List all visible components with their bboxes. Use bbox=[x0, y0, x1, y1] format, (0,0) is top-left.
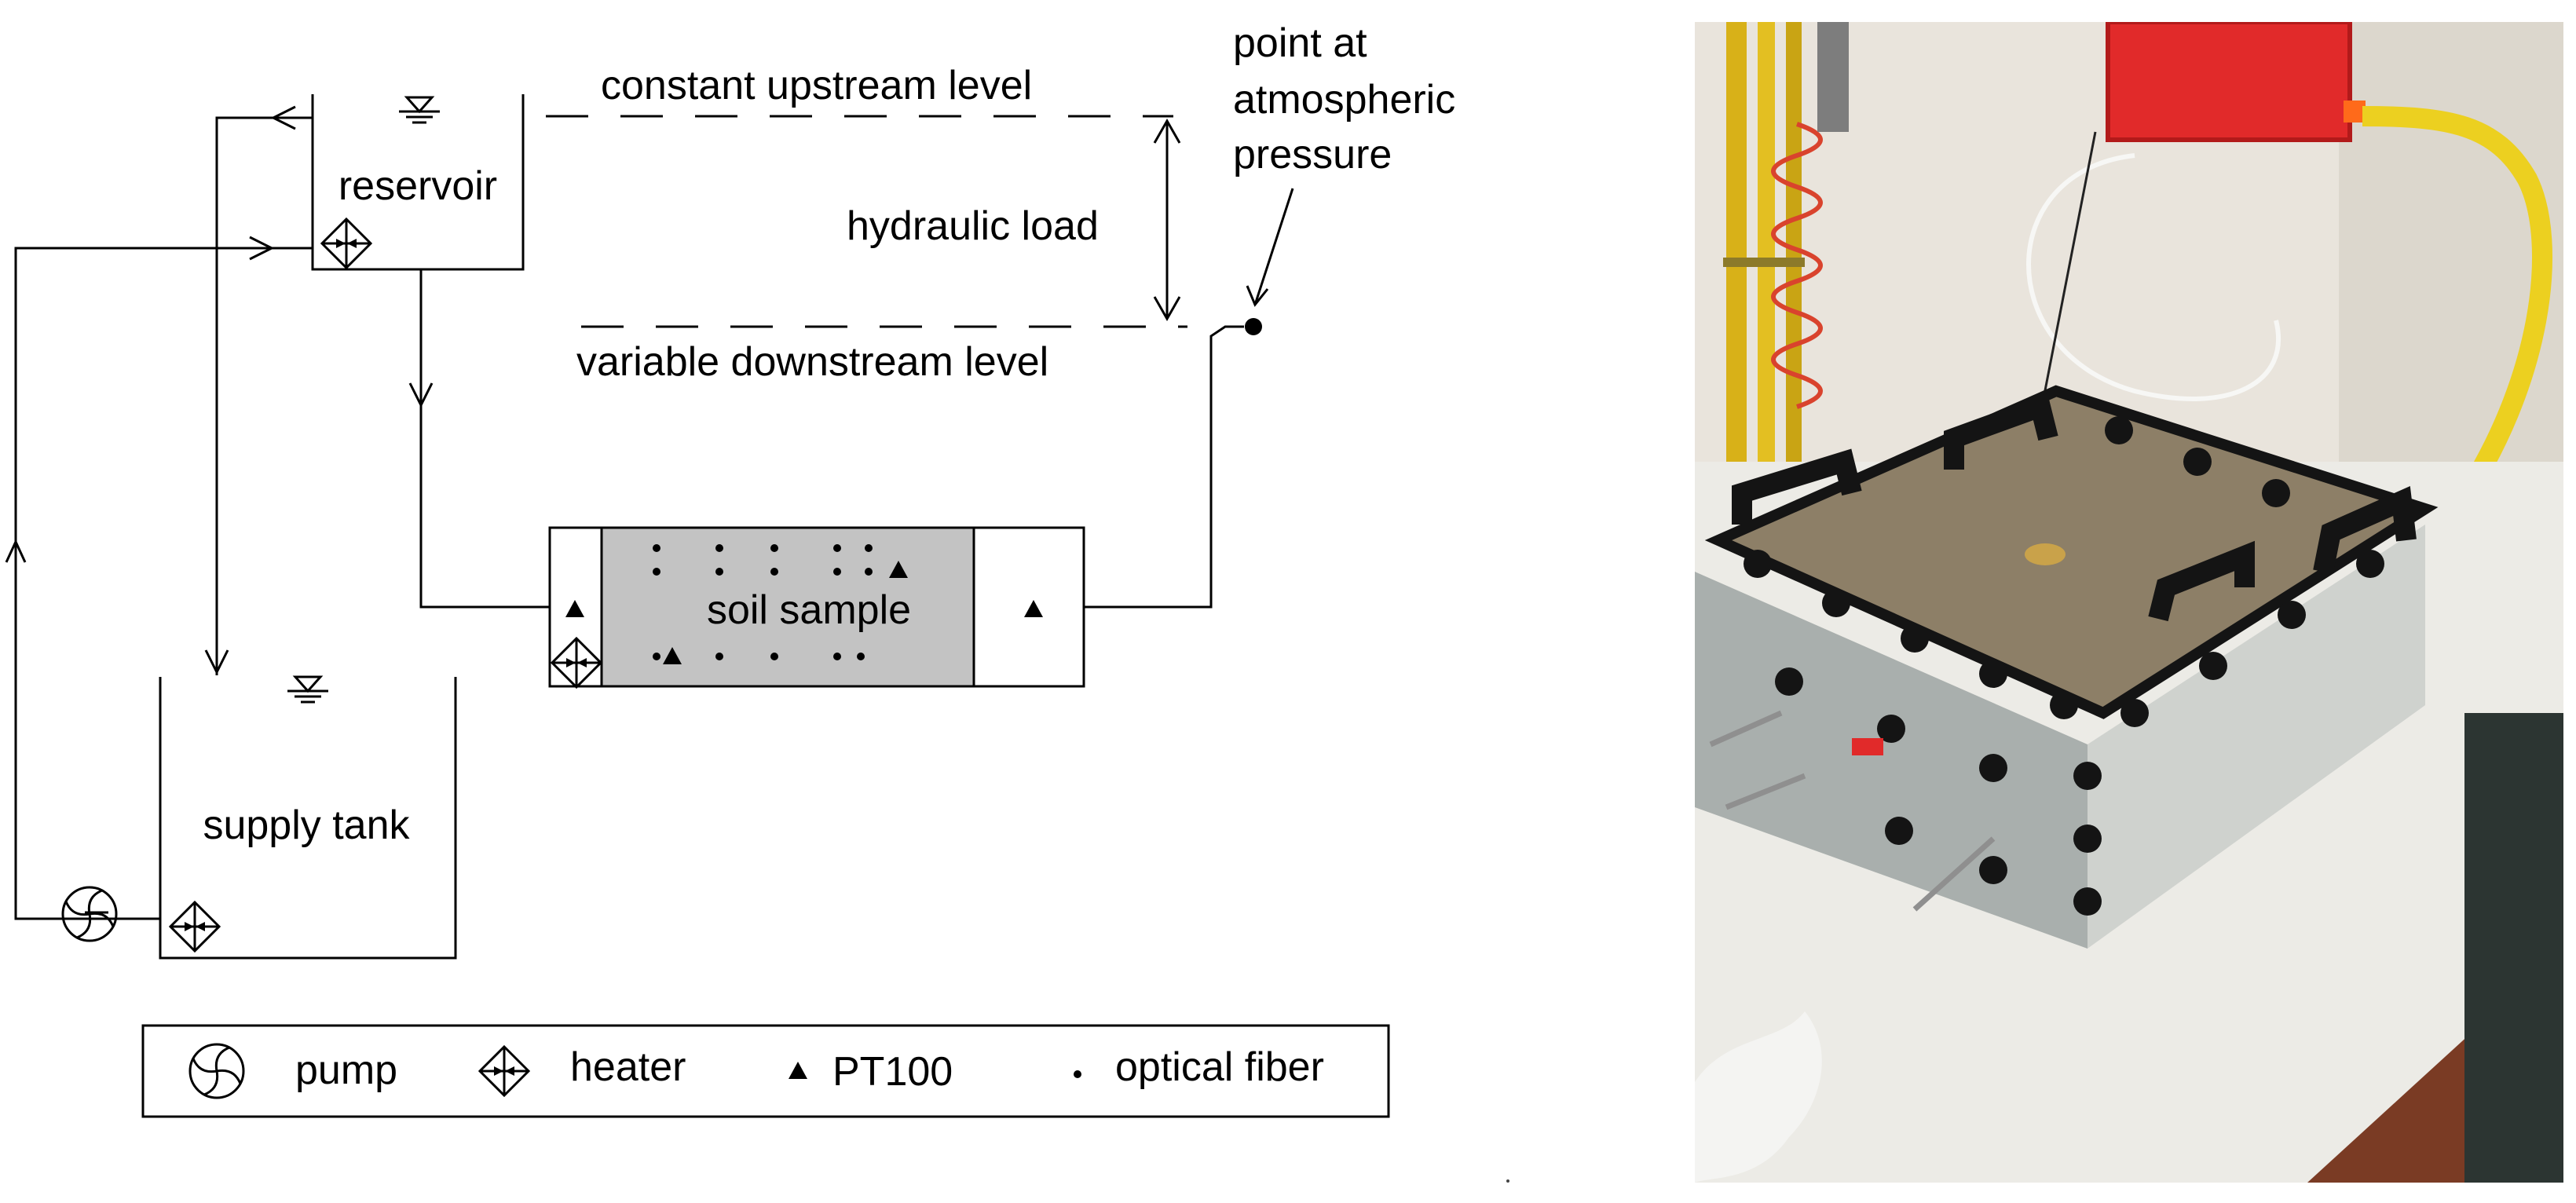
optical-fiber-points bbox=[653, 544, 873, 660]
box-rods bbox=[1709, 710, 1996, 912]
atmospheric-point-arrow bbox=[1246, 188, 1294, 307]
red-coil-hose bbox=[1771, 122, 1823, 409]
legend-heater-label: heater bbox=[570, 1044, 686, 1090]
legend-optical-fiber-label: optical fiber bbox=[1115, 1044, 1324, 1090]
pump-icon bbox=[61, 886, 118, 942]
apparatus-photo bbox=[1695, 22, 2563, 1183]
reservoir-label: reservoir bbox=[338, 163, 497, 209]
supply-free-surface-icon bbox=[286, 675, 330, 704]
soil-sample-box bbox=[548, 526, 1085, 688]
red-wall-box bbox=[2108, 22, 2350, 140]
reservoir: reservoir bbox=[311, 94, 525, 271]
test-box bbox=[1695, 385, 2439, 949]
point-label-line3: pressure bbox=[1233, 132, 1392, 177]
point-label-line1: point at bbox=[1233, 20, 1367, 66]
point-label-line2: atmospheric bbox=[1233, 77, 1455, 122]
legend-pump-label: pump bbox=[295, 1048, 397, 1093]
free-surface-icon bbox=[397, 96, 441, 124]
soil-heater-icon bbox=[551, 637, 602, 689]
supply-tank: supply tank bbox=[159, 675, 457, 960]
supply-tank-label: supply tank bbox=[203, 803, 410, 848]
supply-heater-icon bbox=[169, 901, 221, 953]
red-valve bbox=[1852, 738, 1883, 755]
soil-sample-label: soil sample bbox=[707, 587, 911, 633]
wall-valve bbox=[1817, 22, 1849, 132]
yellow-pipes bbox=[1723, 22, 1805, 462]
legend: pump heater PT100 optical fiber bbox=[141, 1024, 1390, 1118]
pt100-sensors bbox=[565, 561, 1043, 664]
pipes bbox=[5, 105, 1244, 920]
crumpled-paper bbox=[1695, 1011, 1822, 1183]
heater-icon bbox=[320, 218, 372, 269]
legend-pt100-label: PT100 bbox=[832, 1049, 953, 1095]
hydraulic-load-dimension bbox=[1153, 118, 1181, 322]
variable-downstream-label: variable downstream level bbox=[576, 339, 1048, 385]
hydraulic-load-label: hydraulic load bbox=[847, 203, 1099, 249]
legend-pt100-icon bbox=[789, 1062, 807, 1079]
legend-optical-fiber-icon bbox=[1074, 1070, 1081, 1078]
atmospheric-point-dot bbox=[1245, 318, 1262, 335]
box-knobs bbox=[1744, 416, 2384, 916]
experimental-setup-diagram: reservoir constant upstream level hydrau… bbox=[5, 20, 1509, 1183]
sand-lid bbox=[1718, 391, 2425, 713]
yellow-hose bbox=[2362, 106, 2552, 515]
constant-upstream-label: constant upstream level bbox=[601, 63, 1032, 108]
